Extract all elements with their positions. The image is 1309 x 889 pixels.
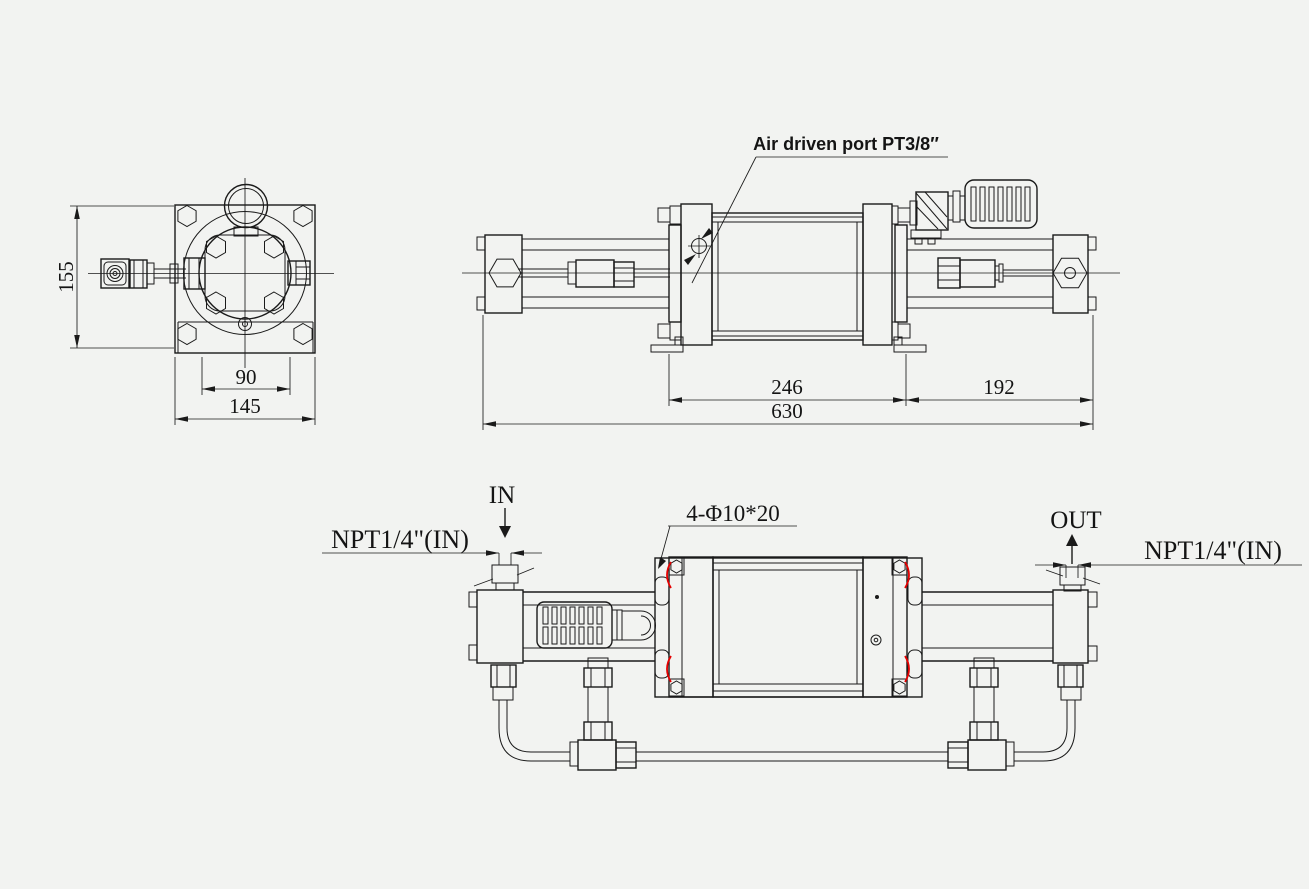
mounting-foot-right — [893, 336, 927, 353]
outlet-port-label: NPT1/4"(IN) — [1144, 536, 1282, 565]
head-bolt-icon — [206, 235, 226, 259]
flange-bolt-icon — [670, 680, 683, 695]
right-end-cap — [1052, 234, 1097, 314]
cylinder-top-assembly — [654, 556, 923, 698]
flange-bolt-icon — [893, 559, 906, 574]
bottom-piping — [490, 657, 1084, 771]
dim-145-text: 145 — [229, 394, 261, 418]
corner-bolt-icon — [177, 322, 197, 346]
air-port-label: Air driven port PT3/8″ — [753, 134, 939, 154]
out-arrow-icon — [1066, 534, 1078, 546]
slots-annotation: 4-Φ10*20 — [658, 501, 797, 569]
muffler-assembly — [909, 179, 1038, 245]
top-knob — [223, 183, 269, 237]
inlet-port-label: NPT1/4"(IN) — [331, 525, 469, 554]
mid-left-stack — [583, 657, 613, 741]
out-label: OUT — [1050, 507, 1101, 534]
check-valve-left — [569, 739, 637, 771]
head-bolt-icon — [264, 291, 284, 315]
dimension-246: 246 — [668, 354, 907, 406]
dimension-90: 90 — [201, 357, 291, 395]
packing-nut-icon — [488, 258, 522, 288]
centerlines — [88, 178, 334, 368]
slots-label: 4-Φ10*20 — [686, 501, 779, 526]
bottom-drain-port — [238, 317, 252, 331]
left-piston-rod-coupling — [518, 259, 670, 288]
inlet-annotation: IN NPT1/4"(IN) — [322, 482, 542, 565]
flange-bolt-icon — [893, 680, 906, 695]
outlet-annotation: OUT NPT1/4"(IN) — [1035, 507, 1302, 578]
outlet-fitting — [1045, 566, 1101, 592]
dim-155-text: 155 — [54, 261, 78, 293]
dim-192-text: 192 — [983, 375, 1015, 399]
inlet-block — [468, 589, 524, 664]
inline-filter — [536, 601, 656, 649]
corner-bolt-icon — [293, 204, 313, 228]
dimension-630: 630 — [482, 315, 1094, 430]
air-drive-port — [688, 235, 710, 258]
mounting-slots-highlight — [666, 561, 910, 683]
mid-right-stack — [969, 657, 999, 741]
flange-bolt-icon — [670, 559, 683, 574]
outlet-down-stack — [1042, 664, 1084, 762]
side-view: Air driven port PT3/8″ 246 192 630 — [462, 134, 1120, 430]
right-rod-coupling — [937, 257, 1053, 289]
outlet-block — [1052, 589, 1098, 664]
dimension-155: 155 — [54, 205, 174, 349]
muffler-body — [964, 179, 1038, 229]
head-bolt-icon — [264, 235, 284, 259]
inlet-fitting — [473, 564, 535, 591]
dimension-192: 192 — [906, 375, 1093, 403]
front-view: 155 90 145 — [54, 178, 334, 425]
corner-bolt-icon — [177, 204, 197, 228]
right-tie-rods — [907, 238, 1053, 309]
left-tie-rods — [522, 238, 669, 309]
head-bolt-icon — [206, 291, 226, 315]
dim-90-text: 90 — [236, 365, 257, 389]
corner-bolt-icon — [293, 322, 313, 346]
left-end-cap — [476, 234, 523, 314]
right-port-fitting — [287, 260, 311, 286]
inlet-valve-fitting — [100, 257, 206, 290]
bottom-view: IN NPT1/4"(IN) — [322, 482, 1302, 771]
in-arrow-icon — [499, 526, 511, 538]
check-valve-right — [947, 739, 1015, 771]
dimension-145: 145 — [174, 357, 316, 425]
end-nut-icon — [1052, 257, 1088, 289]
mounting-foot-left — [650, 336, 684, 353]
in-label: IN — [489, 482, 515, 509]
air-port-annotation: Air driven port PT3/8″ — [684, 134, 948, 284]
inlet-down-stack — [490, 664, 532, 762]
right-rails — [922, 591, 1053, 662]
dim-630-text: 630 — [771, 399, 803, 423]
air-cylinder-assembly — [650, 203, 927, 353]
dim-246-text: 246 — [771, 375, 803, 399]
